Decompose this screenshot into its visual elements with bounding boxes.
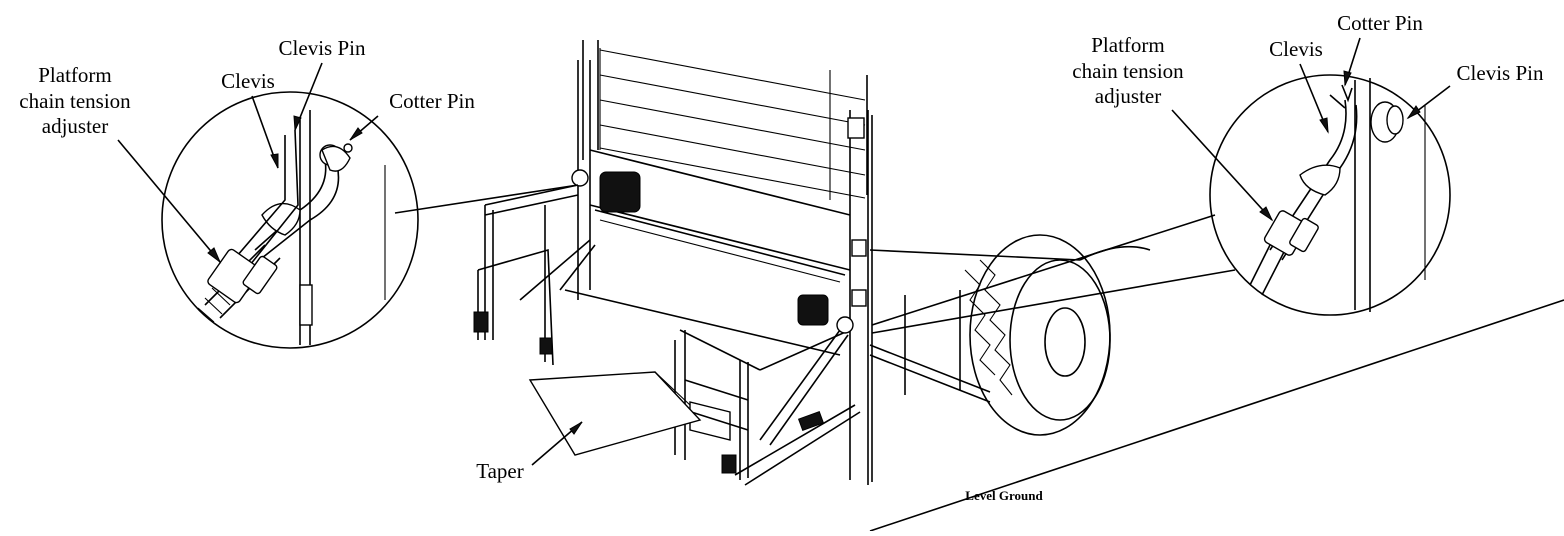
right-adjuster-leader <box>1171 109 1273 221</box>
right-clevis-arrowhead <box>1319 117 1329 134</box>
right-clevis-label: Clevis <box>1269 37 1323 61</box>
truck-wheel <box>869 234 1151 436</box>
platform <box>473 169 861 486</box>
right-labels: Platform chain tension adjuster Clevis C… <box>1072 11 1544 222</box>
left-clevis-arrowhead <box>270 153 279 169</box>
right-detail-callout <box>871 74 1451 334</box>
left-adjuster-label-line1: Platform <box>38 63 112 87</box>
taper-plate <box>528 371 702 456</box>
left-adjuster-label-line3: adjuster <box>42 114 108 138</box>
left-leader-to-lift <box>394 184 579 214</box>
left-clevis-pin-arrowhead <box>293 115 302 132</box>
right-leader-to-lift-lower <box>871 269 1236 334</box>
left-adjuster-leader <box>117 139 221 263</box>
taper-arrowhead <box>569 421 583 435</box>
right-adjuster-label-line1: Platform <box>1091 33 1165 57</box>
right-cotter-pin-label: Cotter Pin <box>1337 11 1423 35</box>
rear-door <box>582 40 868 200</box>
liftgate-assembly <box>473 40 873 486</box>
left-cylinder-cap <box>599 171 641 213</box>
left-cotter-pin-arrowhead <box>349 127 363 141</box>
left-clevis-label: Clevis <box>221 69 275 93</box>
left-adjuster-label-line2: chain tension <box>19 89 131 113</box>
left-cotter-pin-label: Cotter Pin <box>389 89 475 113</box>
right-adjuster-arrowhead <box>1259 206 1274 222</box>
right-cotter-pin-arrowhead <box>1343 70 1352 87</box>
right-leader-to-lift-upper <box>871 214 1216 326</box>
left-clevis-pin-label: Clevis Pin <box>279 36 366 60</box>
right-clevis-pin-label: Clevis Pin <box>1457 61 1544 85</box>
left-labels: Platform chain tension adjuster Clevis C… <box>19 36 475 264</box>
left-adjuster-arrowhead <box>207 247 222 264</box>
taper-label: Taper <box>476 459 524 483</box>
level-ground-line <box>869 299 1564 532</box>
right-cylinder-cap <box>797 294 829 326</box>
right-adjuster-label-line2: chain tension <box>1072 59 1184 83</box>
left-detail-callout <box>161 91 579 349</box>
crossmember <box>589 149 851 441</box>
left-detail-circle <box>161 91 419 349</box>
level-ground-label: Level Ground <box>965 488 1043 503</box>
right-adjuster-label-line3: adjuster <box>1095 84 1161 108</box>
right-detail-circle <box>1209 74 1451 316</box>
right-clevis-pin-arrowhead <box>1406 105 1421 120</box>
